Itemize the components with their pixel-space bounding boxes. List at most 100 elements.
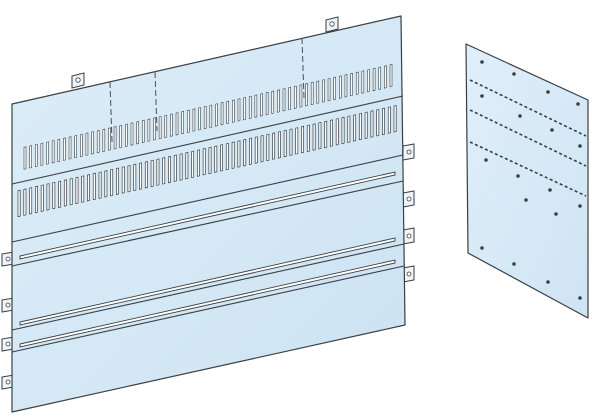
ventilation-slot-icon <box>115 167 119 195</box>
ventilation-slot-icon <box>40 184 44 212</box>
mounting-hole-icon <box>75 77 81 83</box>
mounting-hole-icon <box>546 280 550 284</box>
seam-bottom-vent <box>11 154 404 243</box>
hole-row <box>469 141 587 197</box>
knockout-line <box>154 71 158 132</box>
ventilation-slot-icon <box>80 133 83 158</box>
ventilation-slot-icon <box>46 183 50 211</box>
ventilation-slot-icon <box>312 123 316 151</box>
horizontal-slot <box>19 259 396 348</box>
ventilation-slot-icon <box>196 149 200 177</box>
ventilation-slot-icon <box>144 161 148 189</box>
ventilation-slot-icon <box>92 172 96 201</box>
ventilation-slot-icon <box>283 129 287 158</box>
mounting-hole-icon <box>406 271 412 277</box>
ventilation-slot-icon <box>301 125 304 154</box>
mounting-hole-icon <box>516 174 520 178</box>
ventilation-slot-icon <box>209 104 213 128</box>
mounting-hole-icon <box>518 114 522 118</box>
ventilation-slot-icon <box>208 146 212 175</box>
mounting-hole-icon <box>550 128 554 132</box>
ventilation-slot-icon <box>226 100 230 125</box>
ventilation-slot-icon <box>333 76 336 100</box>
ventilation-slot-icon <box>266 133 270 162</box>
ventilation-slot-icon <box>260 135 264 163</box>
ventilation-slot-icon <box>141 119 145 144</box>
ventilation-slot-icon <box>225 142 229 171</box>
ventilation-slot-icon <box>96 129 100 154</box>
ventilation-slot-icon <box>353 114 357 142</box>
ventilation-slot-icon <box>310 81 314 106</box>
ventilation-slot-icon <box>181 110 184 135</box>
ventilation-slot-icon <box>185 151 189 180</box>
hole-row <box>469 109 587 167</box>
ventilation-slot-icon <box>299 84 303 108</box>
ventilation-slot-icon <box>104 170 108 198</box>
ventilation-slot-icon <box>87 174 90 202</box>
ventilation-slot-icon <box>231 141 235 169</box>
hole-row <box>469 79 587 137</box>
ventilation-slot-icon <box>214 145 218 173</box>
ventilation-slot-icon <box>220 102 224 126</box>
mounting-hole-icon <box>406 196 412 202</box>
ventilation-slot-icon <box>232 99 235 123</box>
mounting-hole-icon <box>480 60 484 64</box>
ventilation-slot-icon <box>361 70 365 94</box>
ventilation-slot-icon <box>372 67 376 92</box>
plate-seams <box>11 95 405 353</box>
ventilation-slot-icon <box>327 77 331 102</box>
ventilation-slot-icon <box>102 128 106 152</box>
ventilation-slot-icon <box>344 74 348 98</box>
ventilation-slot-icon <box>289 128 293 156</box>
ventilation-slot-icon <box>305 83 308 107</box>
side-plate-body <box>465 43 589 319</box>
mounting-hole-icon <box>548 188 552 192</box>
mounting-hole-icon <box>5 379 11 385</box>
ventilation-slot-icon <box>347 115 351 143</box>
ventilation-slot-icon <box>153 117 156 141</box>
ventilation-slot-icon <box>74 135 77 159</box>
ventilation-slot-icon <box>110 168 114 197</box>
mounting-hole-icon <box>406 233 412 239</box>
mounting-hole-icon <box>5 256 11 262</box>
ventilation-slot-icon <box>248 95 252 119</box>
ventilation-slot-icon <box>170 113 173 137</box>
top-tab-right <box>325 16 339 33</box>
ventilation-slot-icon <box>46 141 49 165</box>
ventilation-slot-icon <box>355 71 359 95</box>
ventilation-slot-icon <box>306 124 310 152</box>
ventilation-slot-icon <box>173 154 177 182</box>
ventilation-slot-icon <box>203 105 207 130</box>
ventilation-slot-icon <box>367 69 370 93</box>
ventilation-slot-icon <box>85 132 89 156</box>
ventilation-slot-icon <box>127 164 131 193</box>
mounting-hole-icon <box>512 72 516 76</box>
ventilation-slot-icon <box>282 88 286 112</box>
ventilation-slot-icon <box>191 150 195 179</box>
ventilation-slot-icon <box>98 171 102 199</box>
ventilation-slot-icon <box>29 187 33 215</box>
ventilation-slot-icon <box>271 90 275 114</box>
seam-mid-2 <box>11 243 405 331</box>
ventilation-slot-icon <box>162 157 166 185</box>
ventilation-slot-icon <box>339 75 342 99</box>
ventilation-slot-icon <box>237 98 241 122</box>
ventilation-slot-icon <box>113 126 117 150</box>
ventilation-slot-icon <box>364 111 368 139</box>
ventilation-slot-icon <box>133 163 137 192</box>
ventilation-slot-icon <box>215 103 218 127</box>
mounting-hole-icon <box>329 21 335 27</box>
ventilation-slot-icon <box>243 96 246 121</box>
mounting-hole-icon <box>578 204 582 208</box>
horizontal-slots <box>19 171 396 348</box>
ventilation-slot-icon <box>335 118 339 146</box>
ventilation-slot-icon <box>330 119 333 147</box>
ventilation-slot-icon <box>384 65 387 89</box>
ventilation-slot-icon <box>179 153 183 181</box>
ventilation-slot-icon <box>119 124 123 149</box>
ventilation-slot-icon <box>382 107 385 136</box>
ventilation-slot-icon <box>69 177 73 206</box>
ventilation-slot-icon <box>192 108 196 132</box>
ventilation-slot-icon <box>125 123 128 147</box>
